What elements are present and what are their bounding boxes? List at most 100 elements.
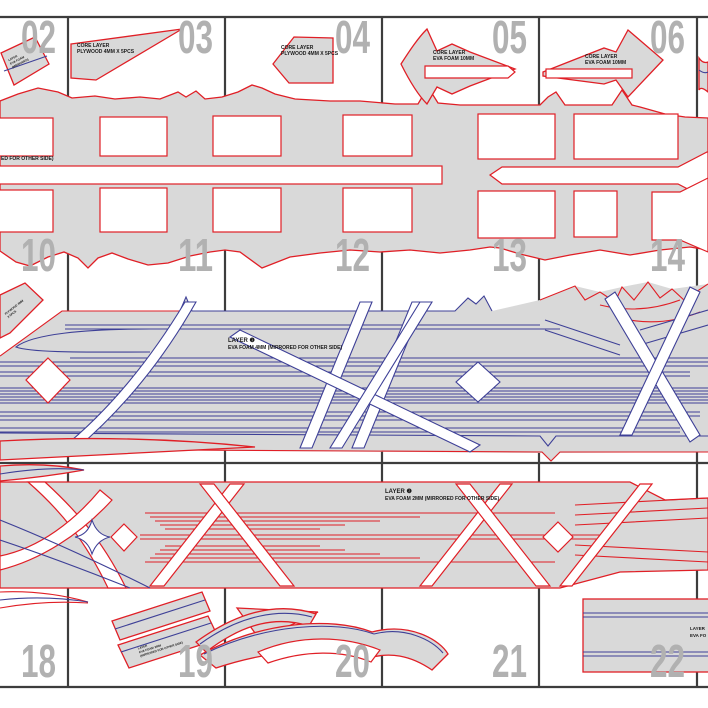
row3-layer2-blade: LAYER ❷ EVA FOAM 2MM (MIRRORED FOR OTHER… xyxy=(0,481,708,609)
diamond-cutout xyxy=(110,523,138,552)
label-core-plywood: CORE LAYER xyxy=(281,45,314,51)
edge-partial-piece xyxy=(698,55,708,93)
ribbon-slot xyxy=(256,638,381,664)
cut-hole xyxy=(99,116,168,157)
ribbon-piece xyxy=(195,608,317,653)
blue-arcs xyxy=(0,519,151,589)
label-partial-layer: LAYER xyxy=(690,626,706,631)
tiny-label: LAYER xyxy=(7,54,18,62)
page-number: 21 xyxy=(492,635,527,687)
label-layer2: LAYER ❷ xyxy=(385,488,412,495)
cut-hole xyxy=(212,115,282,157)
small-rotated-piece: LAYER EVA FOAM (MIRRORED) xyxy=(0,36,50,86)
rotated-strip-piece xyxy=(111,591,211,641)
piece-outline xyxy=(70,28,183,81)
blade-edge-red xyxy=(0,310,180,357)
swoosh-pieces xyxy=(195,607,449,671)
eva-arrow-piece: CORE LAYER EVA FOAM 10MM xyxy=(542,28,664,99)
piece-outline xyxy=(582,598,708,673)
page-number: 18 xyxy=(21,635,56,687)
page-numbers: 02 03 04 05 06 10 11 12 13 14 18 19 20 2… xyxy=(21,11,685,687)
tail-curve-blue xyxy=(0,597,89,603)
cut-slot xyxy=(545,68,633,79)
cut-slot xyxy=(424,65,516,79)
cut-hole xyxy=(342,187,413,233)
tiny-label: X 5PCS xyxy=(6,309,17,319)
label-layer2: EVA FOAM 2MM (MIRRORED FOR OTHER SIDE) xyxy=(385,496,500,502)
fold-lines xyxy=(583,612,708,657)
label-partial-layer: EVA FO xyxy=(690,633,707,638)
ribbon-blue-line xyxy=(199,612,313,645)
piece-outline xyxy=(0,282,44,339)
label-core-eva: EVA FOAM 10MM xyxy=(585,60,626,66)
cut-hole xyxy=(573,113,679,160)
crescent-piece xyxy=(0,464,85,482)
fold-line xyxy=(3,55,48,72)
label-core-eva: CORE LAYER xyxy=(585,54,618,60)
row1-core-layer: ED FOR OTHER SIDE) LAYER EVA FOAM (MIRRO… xyxy=(0,27,708,269)
row2-layer1-blade: PLYWOOD 4MM X 5PCS LAYER ❶ EVA FOAM 4MM … xyxy=(0,281,708,462)
piece-outline xyxy=(0,36,50,86)
tiny-label: EVA FOAM xyxy=(9,55,25,66)
plywood-pentagon-piece: CORE LAYER PLYWOOD 4MM X 5PCS xyxy=(272,36,339,84)
cut-hole-angled xyxy=(651,177,708,253)
curved-slash xyxy=(26,481,127,589)
cut-hole xyxy=(477,113,556,160)
cut-hole xyxy=(99,187,168,233)
cut-slot xyxy=(0,165,443,185)
page-number: 14 xyxy=(650,229,685,281)
piece-outline xyxy=(272,36,334,84)
cut-hole xyxy=(212,187,282,233)
diamond-cutout xyxy=(455,361,501,403)
cut-hole xyxy=(0,189,54,233)
tail-curves-red xyxy=(0,591,89,609)
concave-star-cutout xyxy=(74,518,111,556)
label-core-plywood: PLYWOOD 4MM X 5PCS xyxy=(281,51,339,57)
page-number: 04 xyxy=(335,11,370,63)
page-number: 10 xyxy=(21,229,56,281)
cut-hole xyxy=(477,190,556,239)
eva-star-piece: CORE LAYER EVA FOAM 10MM xyxy=(400,27,517,106)
flame-zigzag xyxy=(539,281,708,303)
cut-hole xyxy=(342,114,413,157)
crescent-blue-line xyxy=(0,468,85,475)
label-layer1: EVA FOAM 4MM (MIRRORED FOR OTHER SIDE) xyxy=(228,345,343,351)
plywood-triangle-piece: CORE LAYER PLYWOOD 4MM X 5PCS xyxy=(70,28,183,81)
label-core-eva: EVA FOAM 10MM xyxy=(433,56,474,62)
page-number: 02 xyxy=(21,11,56,63)
crescent-slivers xyxy=(0,437,256,482)
ribbon-blue-lines xyxy=(203,625,444,655)
diamond-cutout xyxy=(25,357,71,404)
fold-line xyxy=(698,69,708,74)
page-number: 03 xyxy=(178,11,213,63)
fold-line xyxy=(114,599,206,630)
piece-outline xyxy=(542,28,664,99)
crescent-piece xyxy=(0,437,256,461)
page-number: 05 xyxy=(492,11,527,63)
cut-hole xyxy=(573,190,618,238)
page-number: 06 xyxy=(650,11,685,63)
tiny-label: LAYER xyxy=(137,643,148,650)
page-number: 12 xyxy=(335,229,370,281)
page-number: 22 xyxy=(650,635,685,687)
page-number: 11 xyxy=(178,229,213,281)
label-core-plywood: PLYWOOD 4MM X 5PCS xyxy=(77,49,135,55)
diamond-cutout xyxy=(542,521,574,553)
layer1-slashes xyxy=(58,286,701,453)
layer2-slashes xyxy=(148,483,654,587)
small-rotated-piece-row2: PLYWOOD 4MM X 5PCS xyxy=(0,282,44,339)
fold-line xyxy=(120,622,212,653)
label-layer1: LAYER ❶ xyxy=(228,337,255,344)
blade-edge-blue xyxy=(179,295,493,312)
cut-slot-pointed xyxy=(488,151,708,201)
label-core-plywood: CORE LAYER xyxy=(77,43,110,49)
piece-outline xyxy=(698,55,708,93)
cut-hole xyxy=(0,117,54,157)
page-number: 13 xyxy=(492,229,527,281)
bottom-pieces: LAYER EVA FOAM 2MM (MIRRORED FOR OTHER S… xyxy=(111,591,708,673)
tiny-label: EVA FOAM 2MM xyxy=(138,643,162,654)
page-number: 20 xyxy=(335,635,370,687)
bottom-right-piece: LAYER EVA FO xyxy=(582,598,708,673)
page-number: 19 xyxy=(178,635,213,687)
